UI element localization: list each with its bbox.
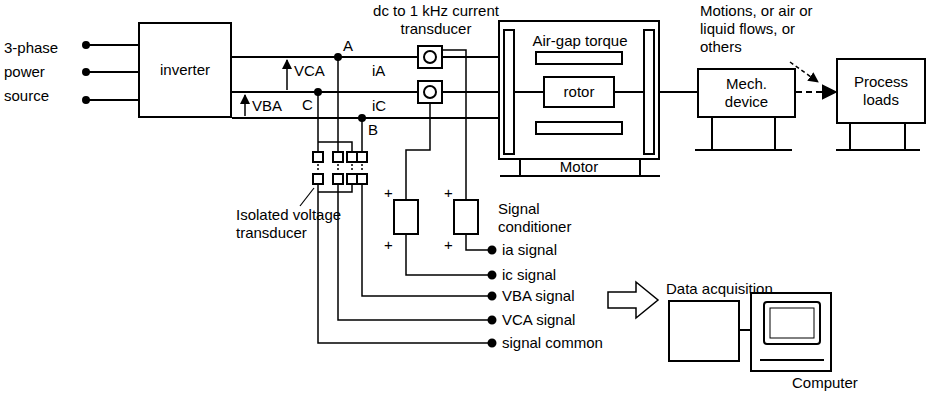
isolation-gap bbox=[318, 164, 362, 172]
current-label: iA bbox=[372, 62, 385, 80]
polarity-sign: + bbox=[384, 236, 393, 254]
current-label: iC bbox=[372, 97, 386, 115]
monitor bbox=[764, 302, 820, 344]
output-wire bbox=[318, 184, 352, 192]
signal-terminal bbox=[489, 272, 496, 279]
stator bbox=[536, 122, 622, 134]
signal-terminal bbox=[489, 293, 496, 300]
torque-label: Air-gap torque bbox=[526, 32, 634, 50]
end-plate bbox=[644, 30, 654, 154]
node-text: Mech. device bbox=[699, 75, 794, 111]
current-lead bbox=[442, 50, 466, 200]
signal-terminal bbox=[489, 247, 496, 254]
signal-name: ia signal bbox=[502, 241, 557, 259]
polarity-sign: + bbox=[384, 184, 393, 202]
current-transducer bbox=[418, 81, 442, 103]
signal-name: VCA signal bbox=[502, 311, 575, 329]
output-wire bbox=[338, 184, 490, 320]
connector bbox=[232, 91, 498, 93]
node-text: Data acquisition bbox=[666, 280, 773, 298]
data-acquisition-box: Data acquisition bbox=[668, 300, 740, 362]
voltage-label: VCA bbox=[294, 62, 325, 80]
signal-conditioner bbox=[394, 200, 418, 234]
end-plate bbox=[504, 30, 514, 154]
signal-name: signal common bbox=[502, 334, 603, 352]
current-transducer bbox=[418, 46, 442, 68]
transducer-box bbox=[347, 152, 357, 162]
signal-wire bbox=[406, 234, 490, 275]
transducer-box bbox=[333, 174, 343, 184]
current-transducer bbox=[424, 51, 436, 63]
polarity-sign: + bbox=[444, 236, 453, 254]
motions-label: Motions, or air or liquid flows, or othe… bbox=[700, 2, 840, 56]
transducer-box bbox=[333, 152, 343, 162]
signal-name: ic signal bbox=[502, 266, 556, 284]
node-letter: B bbox=[368, 121, 378, 139]
transducer-label: Isolated voltage transducer bbox=[236, 206, 346, 242]
source-label: 3-phase power source bbox=[4, 36, 76, 108]
stator bbox=[536, 52, 622, 64]
connector bbox=[232, 56, 498, 58]
computer-box: Computer bbox=[750, 292, 832, 372]
screen bbox=[770, 308, 814, 338]
signal-name: VBA signal bbox=[502, 287, 575, 305]
inverter-box: inverter bbox=[138, 22, 232, 118]
device-stand bbox=[695, 118, 792, 150]
keyboard bbox=[760, 359, 824, 361]
node-text: Motor bbox=[560, 158, 598, 176]
node-letter: A bbox=[343, 37, 353, 55]
node-text: inverter bbox=[156, 61, 214, 79]
voltage-arrow bbox=[244, 95, 246, 116]
node-text: Computer bbox=[792, 374, 858, 392]
signal-wire bbox=[466, 234, 490, 250]
flow-arrow bbox=[608, 282, 658, 318]
polarity-sign: + bbox=[444, 184, 453, 202]
transducer-box bbox=[313, 174, 323, 184]
node-text: rotor bbox=[560, 83, 599, 101]
load-stand bbox=[836, 124, 920, 150]
output-wire bbox=[318, 184, 490, 343]
output-wire bbox=[362, 184, 490, 296]
leader-line bbox=[300, 188, 314, 206]
rotor-box: rotor bbox=[543, 76, 615, 108]
node-letter: C bbox=[302, 96, 313, 114]
process-loads-box: Process loads bbox=[836, 58, 926, 124]
conditioner-label: Signal conditioner bbox=[498, 200, 594, 236]
transducer-box bbox=[357, 174, 367, 184]
current-transducer bbox=[424, 86, 436, 98]
voltage-arrow bbox=[286, 60, 288, 90]
transducer-box bbox=[357, 152, 367, 162]
connector bbox=[796, 91, 836, 93]
transducer-box bbox=[347, 174, 357, 184]
transducer-box bbox=[313, 152, 323, 162]
current-lead bbox=[406, 103, 430, 200]
node-text: Process loads bbox=[838, 73, 924, 109]
transducer-label: dc to 1 kHz current transducer bbox=[372, 2, 500, 38]
signal-terminal bbox=[489, 340, 496, 347]
signal-terminal bbox=[489, 317, 496, 324]
voltage-label: VBA bbox=[252, 97, 282, 115]
signal-conditioner bbox=[454, 200, 478, 234]
connector bbox=[660, 91, 697, 93]
mech-device-box: Mech. device bbox=[697, 68, 796, 118]
input-wire bbox=[86, 45, 138, 100]
connector bbox=[740, 329, 750, 331]
